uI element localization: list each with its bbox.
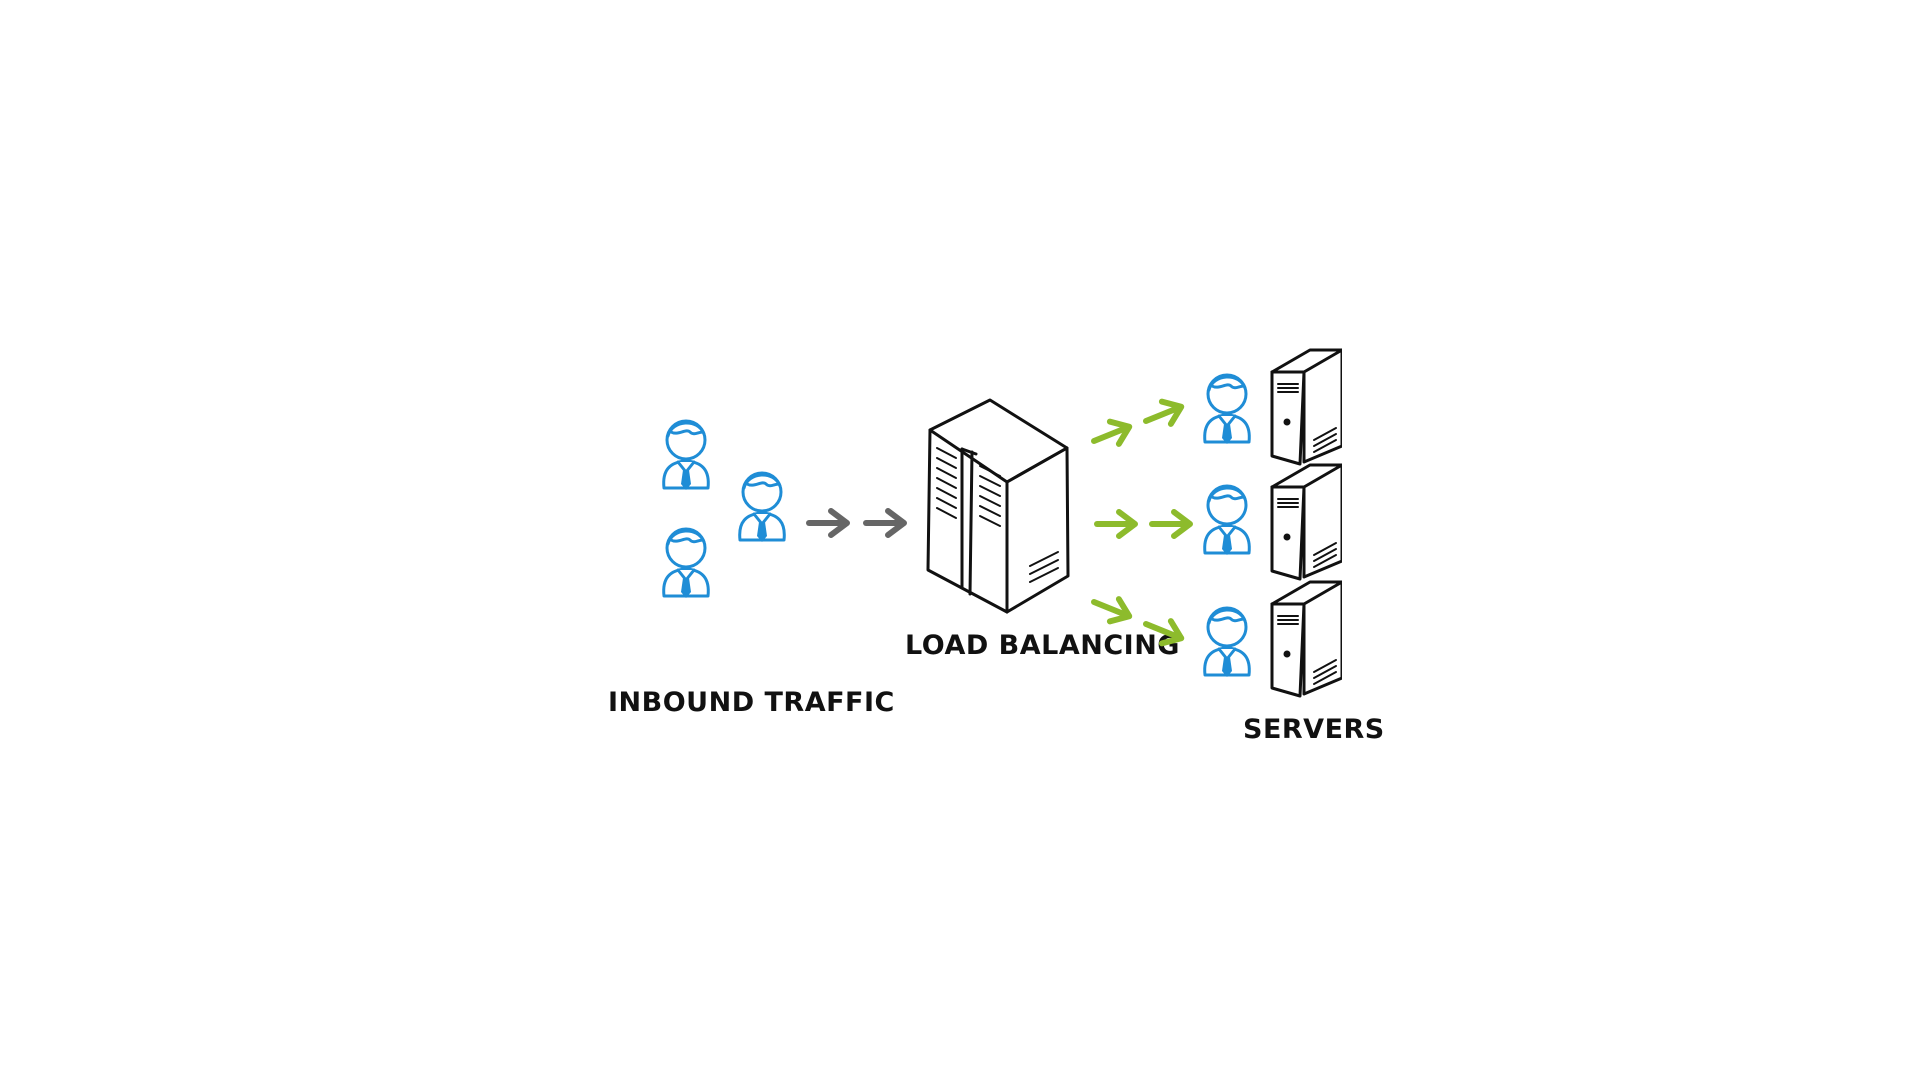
load-balancer-icon [926, 398, 1070, 614]
arrow-right-icon [1090, 416, 1134, 452]
arrow-right-icon [1152, 512, 1190, 536]
server-icon [1270, 580, 1344, 698]
arrow-right-icon [1097, 512, 1135, 536]
servers-group: SERVERS [1203, 340, 1422, 745]
arrow-right-icon [866, 511, 904, 535]
servers-label: SERVERS [1243, 714, 1385, 745]
user-icon [662, 527, 710, 600]
arrow-right-icon [809, 511, 847, 535]
user-icon [662, 419, 710, 492]
inbound-arrows [809, 511, 904, 535]
inbound-traffic-group: INBOUND TRAFFIC [608, 419, 895, 718]
load-balancer-group: LOAD BALANCING [905, 398, 1180, 661]
load-balancing-label: LOAD BALANCING [905, 630, 1180, 661]
outbound-arrows [1090, 396, 1190, 650]
user-icon [1203, 606, 1251, 679]
inbound-traffic-label: INBOUND TRAFFIC [608, 687, 895, 718]
arrow-right-icon [1142, 396, 1186, 432]
arrow-right-icon [1090, 591, 1134, 627]
user-icon [738, 471, 786, 544]
server-icon [1270, 463, 1344, 581]
user-icon [1203, 484, 1251, 557]
user-icon [1203, 373, 1251, 446]
server-icon [1270, 348, 1344, 466]
